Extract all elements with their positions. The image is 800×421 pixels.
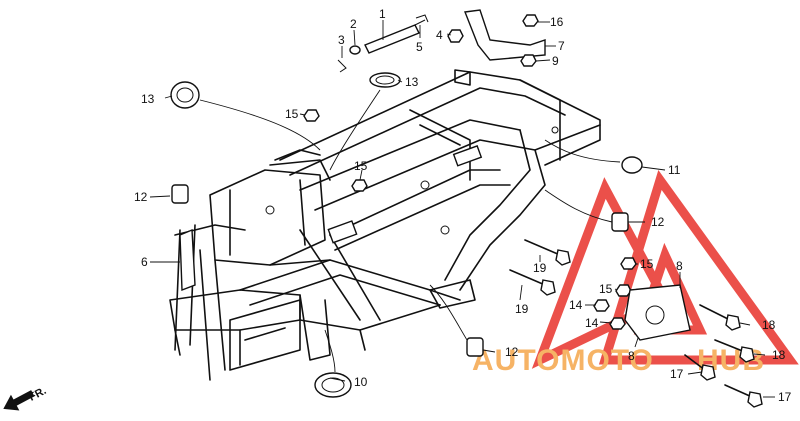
part-grommet-12a	[171, 184, 189, 204]
direction-label: FR.	[27, 385, 48, 404]
callout-8-top: 8	[676, 259, 683, 273]
part-bracket	[464, 9, 546, 61]
callout-16: 16	[550, 15, 564, 29]
part-bolt-19a	[524, 239, 571, 266]
part-plate-6	[179, 228, 196, 292]
callout-5: 5	[416, 40, 423, 54]
callout-3: 3	[338, 33, 345, 47]
callout-12-bottom: 12	[505, 345, 519, 359]
callout-7: 7	[558, 39, 565, 53]
callout-18-bottom: 18	[772, 348, 786, 362]
part-clip	[337, 59, 347, 73]
part-clamp-13b	[170, 81, 200, 109]
callout-13-top: 13	[405, 75, 419, 89]
arrow-icon	[3, 390, 35, 411]
leader-lines	[149, 20, 775, 398]
part-bolt-16	[522, 14, 539, 27]
part-shaft	[364, 19, 426, 54]
part-bolt-19b	[509, 269, 556, 296]
callout-11: 11	[668, 163, 681, 177]
part-bolt-17a	[684, 354, 716, 381]
part-nut-9	[520, 54, 537, 67]
callout-1: 1	[379, 7, 386, 21]
part-nut-15a	[303, 109, 320, 122]
part-grommet-12c	[466, 337, 484, 357]
part-bolt-17b	[724, 384, 763, 408]
part-clamp-11	[621, 156, 643, 174]
part-pin	[415, 14, 429, 23]
callout-15-top: 15	[285, 107, 299, 121]
callout-18-top: 18	[762, 318, 776, 332]
part-nut-15c	[620, 257, 637, 270]
callout-2: 2	[350, 17, 357, 31]
callout-9: 9	[552, 54, 559, 68]
part-nut-14b	[609, 317, 626, 330]
front-direction-indicator: FR.	[3, 385, 48, 411]
part-bolt-18b	[714, 339, 755, 363]
callout-15-mid: 15	[354, 159, 368, 173]
part-clamp-10	[314, 372, 352, 398]
callout-15-right-a: 15	[640, 257, 654, 271]
part-bolt-18a	[699, 304, 741, 331]
callout-19-bottom: 19	[515, 302, 529, 316]
callout-14-top: 14	[569, 298, 583, 312]
watermark-brand-left: AUTOMOTO	[472, 344, 654, 377]
callout-12-right: 12	[651, 215, 665, 229]
callout-17-bottom: 17	[778, 390, 792, 404]
part-plate-8	[624, 284, 691, 341]
callout-4: 4	[436, 28, 443, 42]
part-collar	[349, 45, 361, 55]
part-nut-4	[447, 29, 464, 43]
part-grommet-12b	[611, 212, 629, 232]
parts	[170, 9, 763, 408]
callout-19-top: 19	[533, 261, 547, 275]
part-nut-15b	[351, 179, 368, 192]
callout-13-left: 13	[141, 92, 155, 106]
callout-8-bottom: 8	[628, 349, 635, 363]
callout-14-bottom: 14	[585, 316, 599, 330]
callout-labels: 1 2 3 4 5 16 7 9 13 13 15 15 12 6 11 12 …	[134, 7, 792, 404]
callout-17-top: 17	[670, 367, 684, 381]
part-nut-15d	[615, 284, 632, 297]
main-frame	[169, 69, 601, 381]
callout-10: 10	[354, 375, 368, 389]
callout-6: 6	[141, 255, 148, 269]
callout-15-right-b: 15	[599, 282, 613, 296]
part-clamp-13a	[369, 72, 401, 88]
part-nut-14a	[593, 299, 610, 312]
callout-12-left: 12	[134, 190, 148, 204]
